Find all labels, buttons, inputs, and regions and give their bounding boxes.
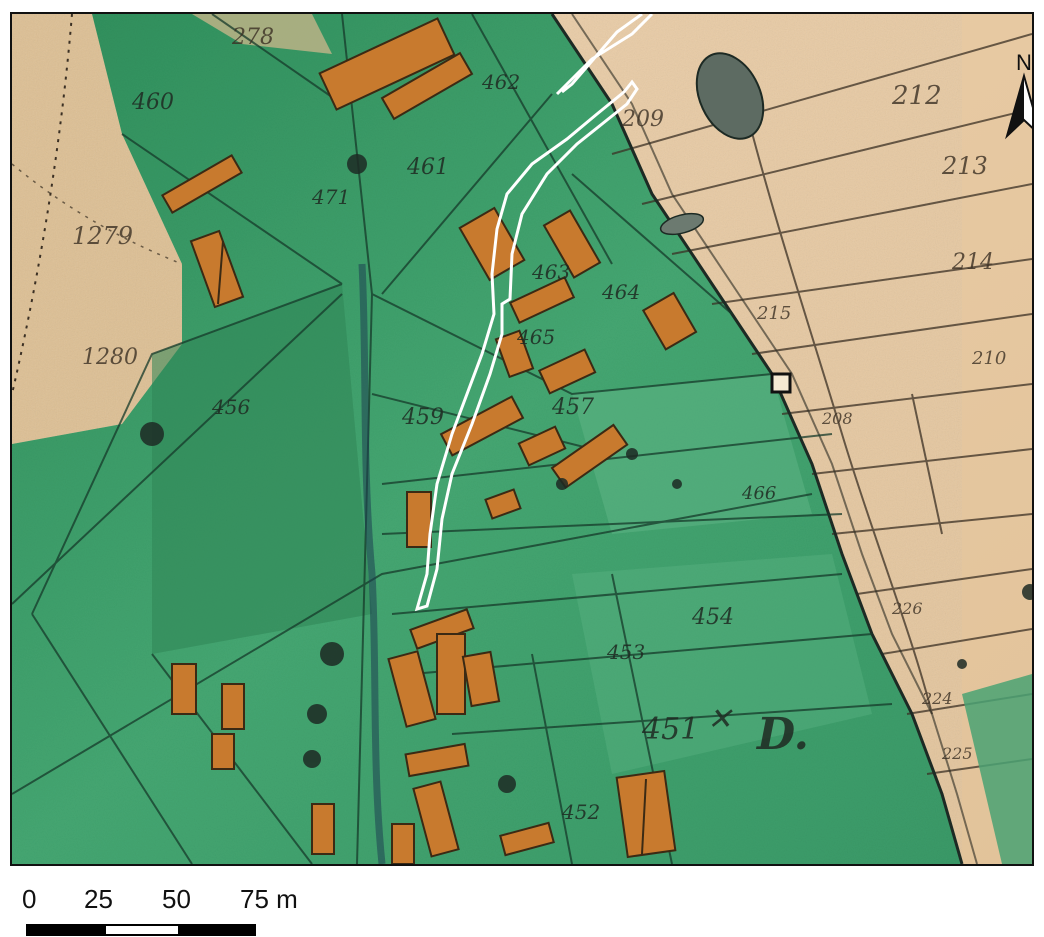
pond xyxy=(695,52,765,140)
parcel-labels: 212 213 214 215 209 210 208 278 1279 128… xyxy=(72,25,1006,824)
dotted-boundary-2 xyxy=(12,163,183,265)
parcel-label-214: 214 xyxy=(951,250,994,275)
meadow-patch-dark xyxy=(152,284,372,654)
parcel-label-462: 462 xyxy=(481,70,520,94)
north-arrow-label: N xyxy=(1016,50,1032,75)
parcel-label-215: 215 xyxy=(756,303,791,324)
north-arrow-fill-half xyxy=(1007,76,1024,136)
parcel-label-208: 208 xyxy=(821,409,853,428)
parcel-label-466: 466 xyxy=(741,483,776,504)
scale-segment-1 xyxy=(26,924,106,936)
cadastral-map[interactable]: 212 213 214 215 209 210 208 278 1279 128… xyxy=(12,14,1032,864)
parcel-label-1280: 1280 xyxy=(82,345,138,370)
scale-segment-3 xyxy=(178,924,256,936)
parcel-label-471: 471 xyxy=(311,185,350,209)
parcel-cross: ✕ xyxy=(707,702,733,737)
parcel-label-224: 224 xyxy=(921,689,953,708)
parcel-label-209: 209 xyxy=(621,107,664,132)
parcel-label-210: 210 xyxy=(971,348,1006,369)
building-dividers xyxy=(217,240,647,855)
parcel-label-456: 456 xyxy=(211,395,250,419)
road-edge xyxy=(571,14,978,864)
study-outline xyxy=(414,14,654,612)
parcel-label-465: 465 xyxy=(516,325,555,349)
small-building xyxy=(770,372,792,394)
parcel-label-459: 459 xyxy=(401,405,444,430)
parcel-label-1279: 1279 xyxy=(72,222,133,250)
tree-markers xyxy=(140,154,1032,793)
parcel-label-454: 454 xyxy=(691,605,734,630)
district-letter: D. xyxy=(755,709,809,760)
meadow-pocket-southeast xyxy=(962,674,1032,864)
parcel-label-453: 453 xyxy=(606,640,645,664)
meadow-patch-light xyxy=(572,374,812,534)
scale-tick-75: 75 m xyxy=(240,884,298,914)
meadow-patch-pale xyxy=(572,554,872,774)
stream xyxy=(358,263,386,864)
parcel-label-464: 464 xyxy=(601,280,640,304)
parcel-label-457: 457 xyxy=(551,395,594,420)
parcel-label-461: 461 xyxy=(406,155,449,180)
north-arrow-icon[interactable]: N xyxy=(997,40,1032,144)
parcel-label-212: 212 xyxy=(891,81,942,111)
scale-bar: 0 25 50 75 m xyxy=(22,884,322,937)
buildings xyxy=(160,17,698,864)
pond-small xyxy=(659,212,705,236)
field-west xyxy=(12,14,182,444)
parcel-label-463: 463 xyxy=(531,260,570,284)
map-frame[interactable]: 212 213 214 215 209 210 208 278 1279 128… xyxy=(10,12,1034,866)
parcel-label-213: 213 xyxy=(941,152,988,180)
parcel-label-452: 452 xyxy=(561,800,600,824)
parcel-label-460: 460 xyxy=(131,90,174,115)
parcel-label-278: 278 xyxy=(231,25,274,50)
scale-tick-50: 50 xyxy=(162,884,191,914)
scale-tick-25: 25 xyxy=(84,884,113,914)
scale-segment-2 xyxy=(104,924,180,936)
parcel-label-225: 225 xyxy=(941,744,973,763)
parcel-label-226: 226 xyxy=(891,599,923,618)
parcel-label-451: 451 xyxy=(641,712,699,747)
meadow-region xyxy=(12,14,962,864)
meadow-boundary xyxy=(550,14,964,864)
meadow-parcel-lines xyxy=(12,14,893,864)
scale-tick-0: 0 xyxy=(22,884,37,914)
